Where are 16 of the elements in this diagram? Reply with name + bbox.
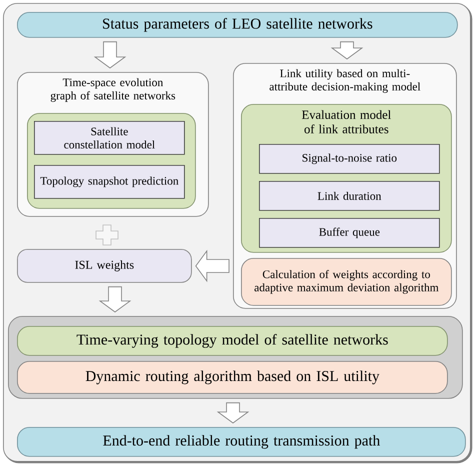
process-box: ISL weights	[17, 249, 192, 283]
process-box: Topology snapshot prediction	[34, 165, 185, 199]
process-box: Time-varying topology model of satellite networks	[17, 326, 448, 356]
block-arrow	[195, 250, 230, 282]
title-bar: Status parameters of LEO satellite networks	[17, 12, 458, 38]
block-arrow	[94, 41, 126, 68]
process-box: Satellite constellation model	[34, 121, 185, 155]
process-box: Link duration	[259, 181, 440, 211]
process-box: Dynamic routing algorithm based on ISL utility	[17, 361, 448, 394]
process-box: Calculation of weights according to adaptive maximum deviation algorithm	[241, 258, 452, 306]
result-bar: End-to-end reliable routing transmission path	[17, 427, 466, 457]
process-box: Signal-to-noise ratio	[259, 144, 440, 174]
block-arrow	[330, 41, 364, 60]
block-arrow	[98, 286, 132, 312]
process-box: Buffer queue	[259, 218, 440, 248]
block-arrow	[216, 402, 250, 424]
